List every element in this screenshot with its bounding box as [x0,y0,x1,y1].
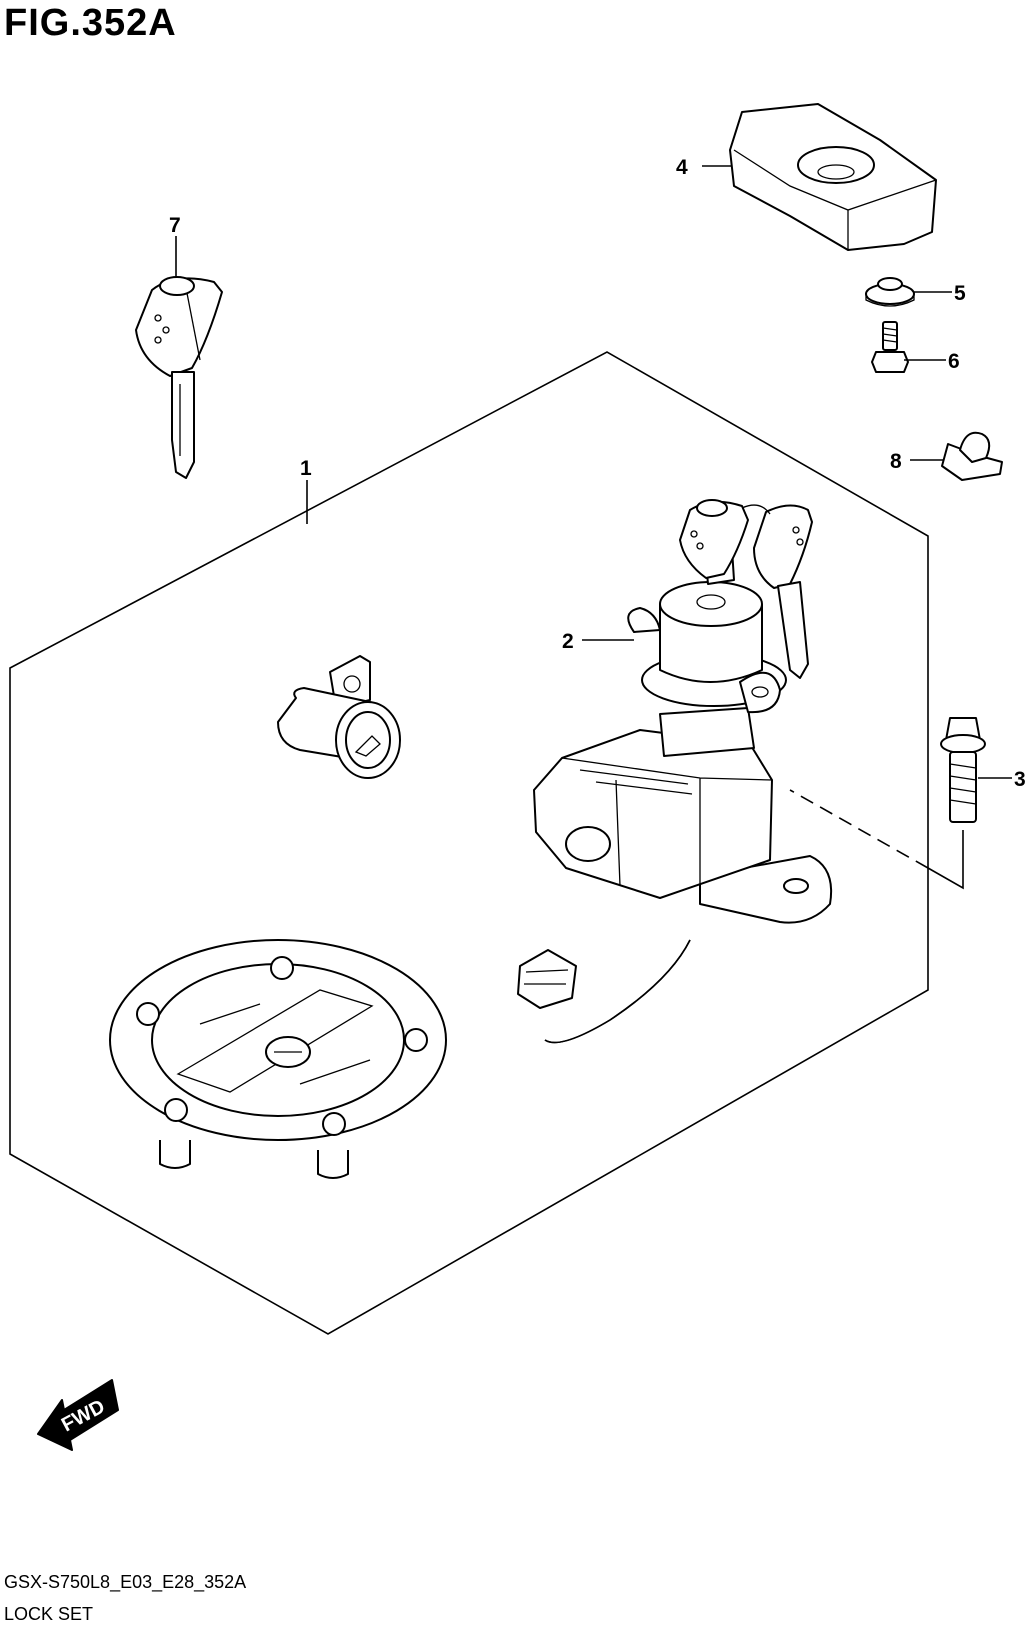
seat-lock-icon [277,655,401,779]
callout-8: 8 [890,450,902,473]
callout-3: 3 [1014,768,1026,791]
fuel-cap-icon [109,939,447,1179]
bolt-alignment-line [789,789,929,869]
washer-icon [865,277,915,307]
callout-4: 4 [676,156,688,179]
callout-5: 5 [954,282,966,305]
clamp-icon [941,431,1003,481]
fwd-arrow-icon: FWD [37,1379,119,1451]
key-icon [135,276,223,479]
callout-6: 6 [948,350,960,373]
ignition-switch-icon [517,499,832,1044]
callout-2: 2 [562,630,574,653]
bolt-icon [940,717,986,823]
bolt-icon [871,321,909,373]
lock-cover-icon [729,103,937,251]
diagram-name: LOCK SET [4,1604,94,1624]
callout-1: 1 [300,457,312,480]
callout-7: 7 [169,214,181,237]
lock-set-boundary [9,351,929,1335]
bolt-leader-line [927,830,964,890]
diagram-code: GSX-S750L8_E03_E28_352A [4,1572,247,1592]
figure-title: FIG.352A [4,2,177,44]
